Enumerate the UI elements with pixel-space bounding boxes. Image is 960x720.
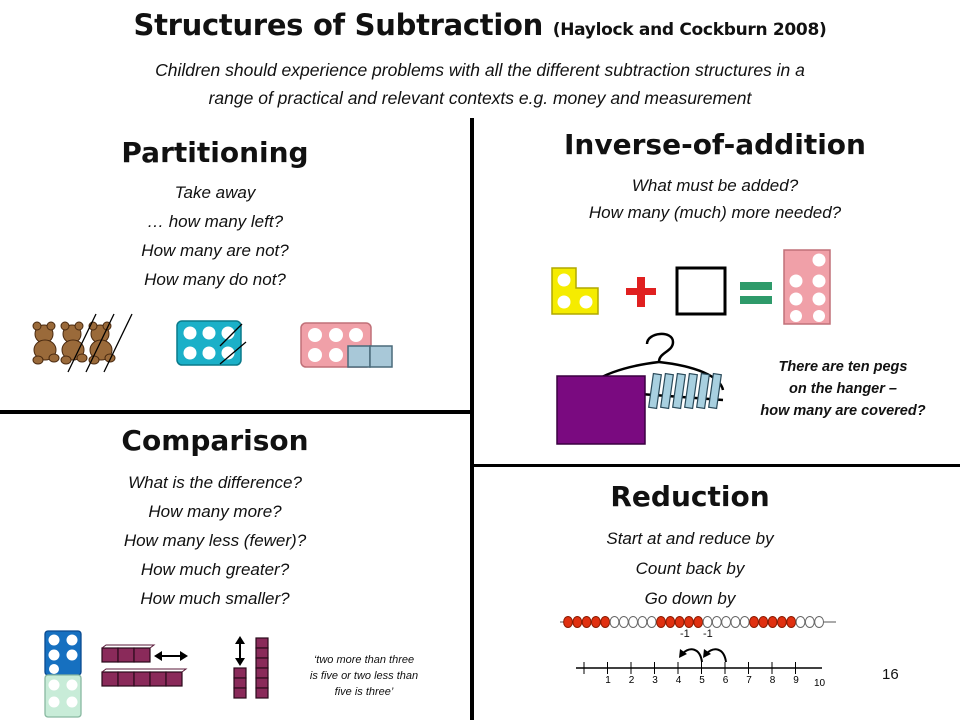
bead	[674, 616, 685, 628]
quote-line: ‘two more than three	[313, 654, 415, 666]
number-line-label: 4	[676, 675, 682, 686]
bead	[786, 616, 797, 628]
quote-line: five is three’	[334, 686, 394, 698]
number-line-label: 9	[793, 675, 799, 686]
bead	[637, 616, 648, 628]
bead	[581, 616, 592, 628]
bead	[683, 616, 694, 628]
number-line-icon: 1 2 3 4 5 6 7 8 9 10	[576, 662, 826, 689]
cyan-numicon-icon	[176, 320, 247, 366]
bead	[572, 616, 583, 628]
number-line-label: 5	[699, 675, 705, 686]
partitioning-heading: Partitioning	[121, 136, 309, 169]
inverse-line: What must be added?	[631, 176, 799, 195]
bead	[804, 616, 815, 628]
bead	[711, 616, 722, 628]
bead	[591, 616, 601, 628]
reduction-line: Go down by	[644, 589, 736, 608]
partitioning-line: How many are not?	[141, 241, 289, 260]
reduction-line: Start at and reduce by	[606, 529, 774, 548]
bead-string-icon	[560, 616, 836, 628]
reduction-line: Count back by	[635, 559, 745, 578]
comparison-line: What is the difference?	[128, 473, 302, 492]
bead	[609, 616, 620, 628]
number-line-label: 3	[652, 675, 658, 686]
cube-towers-icon	[233, 636, 269, 699]
subtitle: Children should experience problems with…	[40, 56, 920, 112]
bead	[600, 616, 611, 628]
bead	[795, 616, 806, 628]
subtitle-line-2: range of practical and relevant contexts…	[208, 88, 752, 108]
comparison-prompts: What is the difference? How many more? H…	[55, 468, 375, 613]
number-line-label: 2	[629, 675, 635, 686]
bead	[777, 616, 787, 628]
reduction-prompts: Start at and reduce by Count back by Go …	[540, 524, 840, 614]
reduction-heading: Reduction	[610, 480, 770, 513]
left-horizontal-divider	[0, 410, 472, 414]
jump-label: -1	[703, 628, 713, 640]
vertical-divider	[470, 118, 474, 720]
inverse-line: How many (much) more needed?	[588, 203, 842, 222]
bead	[656, 616, 666, 628]
cube-rods-icon	[101, 644, 188, 687]
comparison-heading: Comparison	[121, 424, 309, 457]
page-number: 16	[882, 666, 899, 683]
subtitle-line-1: Children should experience problems with…	[155, 60, 805, 80]
number-line-label: 6	[723, 675, 729, 686]
jump-arrows-icon	[679, 648, 727, 663]
comparison-quote: ‘two more than three is five or two less…	[296, 652, 432, 700]
number-line-label: 8	[770, 675, 776, 686]
note-line: how many are covered?	[760, 403, 926, 419]
partitioning-line: How many do not?	[144, 270, 286, 289]
bead	[646, 616, 657, 628]
peg-hanger-icon	[556, 332, 725, 445]
page-title: Structures of Subtraction (Haylock and C…	[0, 8, 960, 42]
quote-line: is five or two less than	[309, 670, 419, 682]
comparison-line: How many more?	[148, 502, 282, 521]
partitioning-prompts: Take away … how many left? How many are …	[55, 178, 375, 294]
addition-equation-icon	[551, 249, 831, 325]
number-line-label: 7	[746, 675, 752, 686]
partitioning-line: Take away	[174, 183, 256, 202]
number-line-label: 1	[605, 675, 611, 686]
bead	[563, 616, 573, 628]
comparison-line: How many less (fewer)?	[123, 531, 307, 550]
inverse-heading: Inverse-of-addition	[564, 128, 866, 161]
title-text: Structures of Subtraction	[133, 8, 544, 42]
bead	[814, 616, 825, 628]
title-reference: (Haylock and Cockburn 2008)	[552, 20, 827, 40]
comparison-line: How much smaller?	[140, 589, 290, 608]
inverse-prompts: What must be added? How many (much) more…	[520, 172, 910, 226]
teddy-bears-icon	[32, 313, 133, 373]
bead	[739, 616, 750, 628]
bead	[702, 616, 713, 628]
number-line-label: 10	[814, 678, 826, 689]
bead	[665, 616, 676, 628]
bead	[758, 616, 769, 628]
note-line: There are ten pegs	[778, 359, 908, 375]
comparison-line: How much greater?	[140, 560, 290, 579]
bead	[730, 616, 741, 628]
bead	[628, 616, 638, 628]
partitioning-line: … how many left?	[146, 212, 284, 231]
bead	[721, 616, 732, 628]
blue-mint-numicon-icon	[44, 630, 82, 718]
pink-numicon-icon	[300, 322, 393, 368]
bead	[693, 616, 704, 628]
jump-label: -1	[680, 628, 690, 640]
bead	[767, 616, 778, 628]
right-horizontal-divider	[472, 464, 960, 467]
bead	[749, 616, 759, 628]
hanger-question-note: There are ten pegs on the hanger – how m…	[728, 356, 958, 422]
bead	[618, 616, 629, 628]
note-line: on the hanger –	[789, 381, 897, 397]
